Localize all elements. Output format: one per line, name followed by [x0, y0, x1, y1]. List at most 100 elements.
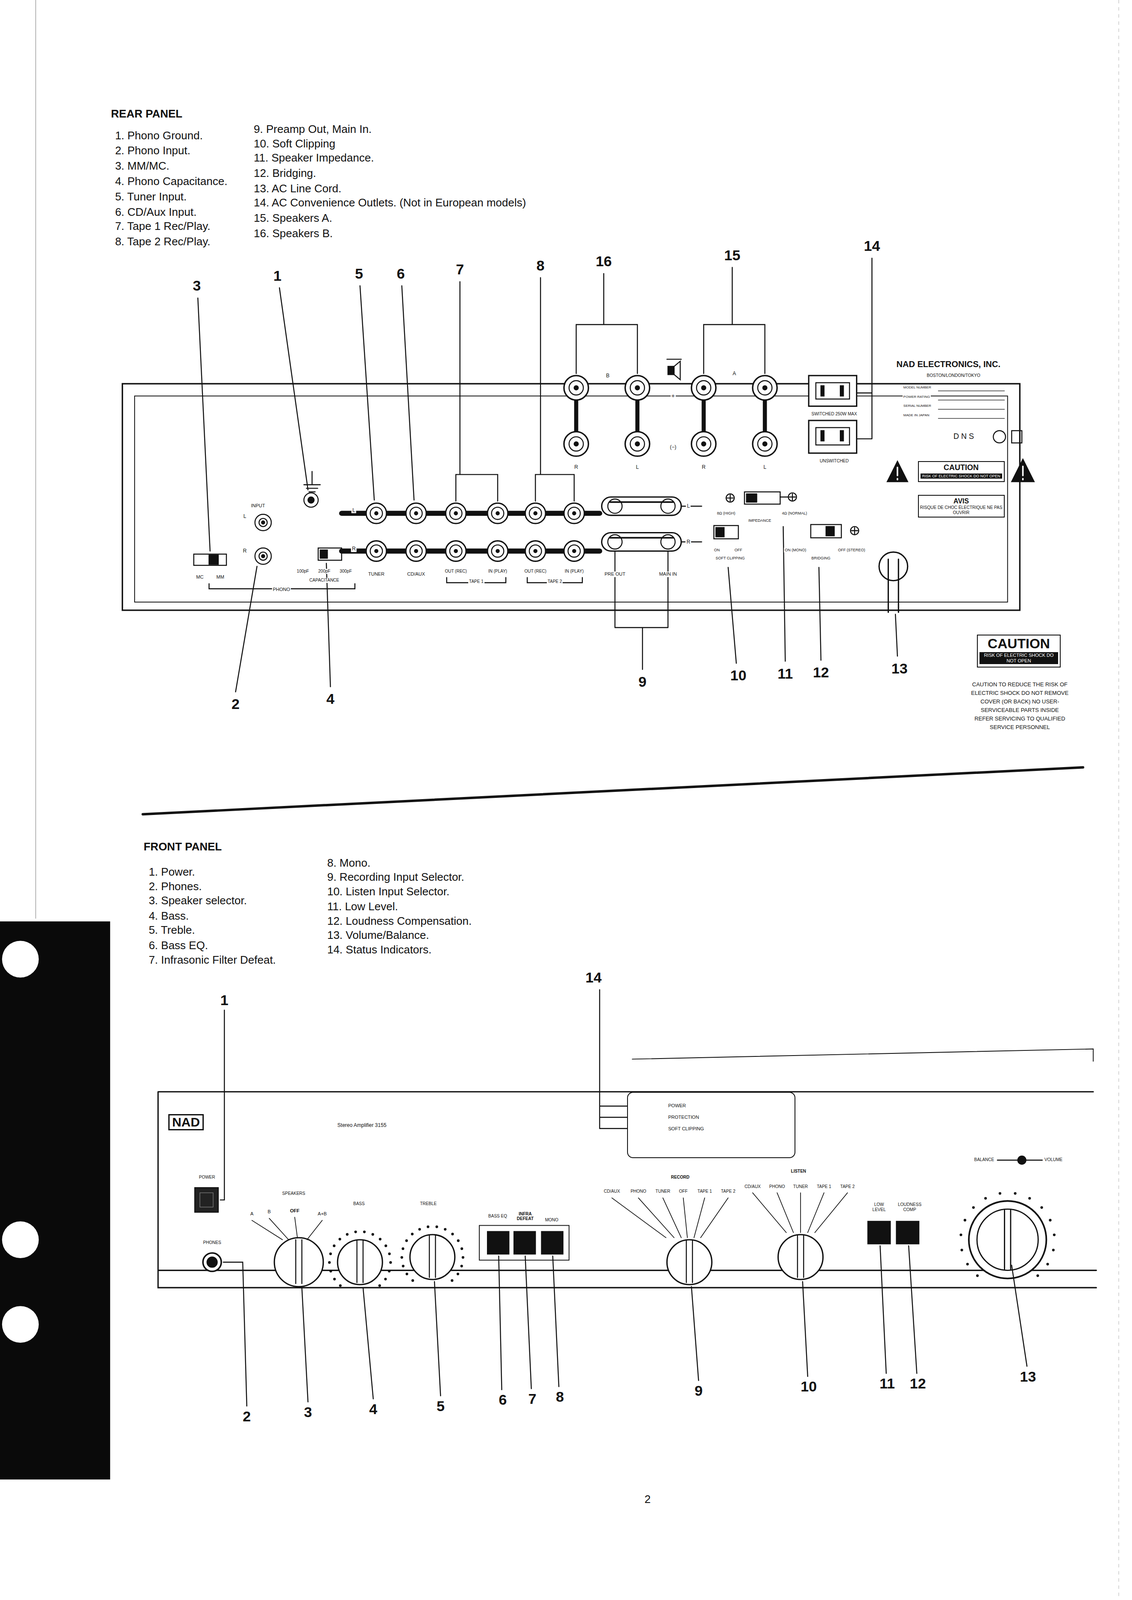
- rca-jack: [487, 540, 508, 562]
- panel-marking: MM: [215, 574, 226, 581]
- callout-number: 14: [862, 237, 881, 255]
- rca-jack: [525, 502, 546, 524]
- rca-jack: [413, 548, 419, 554]
- callout-number: 4: [368, 1399, 379, 1418]
- scale-dot: [998, 1191, 1002, 1194]
- parts-list-item: 14. AC Convenience Outlets. (Not in Euro…: [252, 196, 527, 210]
- scale-dot: [329, 1252, 332, 1255]
- box-text: CAUTION: [919, 463, 1003, 473]
- callout-number: 11: [776, 664, 794, 682]
- speaker-terminal: [752, 431, 778, 456]
- scale-dot: [418, 1227, 421, 1230]
- speaker-terminal: [624, 431, 650, 456]
- speaker-terminal: [573, 441, 579, 447]
- callout-number: 6: [498, 1390, 508, 1408]
- panel-marking: R: [573, 463, 580, 470]
- brand-logo: NAD: [168, 1113, 204, 1130]
- panel-marking: IMPEDANCE: [747, 517, 773, 523]
- rca-jack: [571, 548, 577, 554]
- speaker-terminal: [762, 385, 768, 391]
- scale-dot: [405, 1272, 408, 1275]
- callout-number: 10: [799, 1377, 818, 1395]
- panel-marking: L: [686, 502, 691, 509]
- scale-dot: [457, 1238, 460, 1242]
- callout-number: 4: [325, 689, 336, 708]
- speaker-terminal: [696, 380, 711, 395]
- panel-marking: OUT (REC): [523, 568, 548, 574]
- callout-number: 12: [812, 663, 830, 681]
- rca-jack: [487, 502, 508, 524]
- panel-marking: TAPE 2: [720, 1188, 737, 1194]
- panel-marking: LOUDNESS COMP: [896, 1201, 924, 1212]
- parts-list-item: 1. Phono Ground.: [114, 129, 204, 143]
- panel-marking: NAD ELECTRONICS, INC.: [895, 358, 1002, 370]
- parts-list-item: 6. CD/Aux Input.: [114, 205, 198, 219]
- speaker-terminal: [634, 385, 640, 391]
- panel-marking: 8Ω (HIGH): [715, 510, 737, 516]
- panel-marking: D N S: [952, 431, 975, 442]
- parts-list-item: 15. Speakers A.: [252, 211, 334, 225]
- panel-marking: Stereo Amplifier 3155: [336, 1121, 388, 1128]
- box-text: AVIS: [919, 496, 1003, 505]
- panel-marking: (−): [668, 443, 678, 450]
- callout-number: 5: [354, 264, 364, 282]
- panel-marking: PHONO: [629, 1188, 648, 1194]
- scale-dot: [411, 1278, 414, 1282]
- section-heading: FRONT PANEL: [142, 839, 223, 854]
- scale-dot: [1048, 1218, 1052, 1221]
- panel-marking: BASS EQ: [487, 1213, 509, 1219]
- speaker-terminal: [624, 375, 650, 400]
- panel-marking: CD/AUX: [743, 1183, 762, 1189]
- rca-jack: [370, 507, 383, 520]
- rca-jack: [491, 507, 505, 520]
- rca-jack: [366, 502, 387, 524]
- parts-list-item: 7. Infrasonic Filter Defeat.: [147, 953, 277, 967]
- panel-marking: L: [351, 506, 357, 513]
- scale-dot: [378, 1237, 382, 1240]
- panel-marking: BRIDGING: [810, 555, 832, 561]
- speaker-terminal: [757, 380, 772, 395]
- caution-label: CAUTIONRISK OF ELECTRIC SHOCK DO NOT OPE…: [917, 460, 1005, 482]
- panel-marking: CD/AUX: [406, 571, 426, 578]
- page-number: 2: [643, 1492, 652, 1506]
- callout-number: 7: [527, 1389, 538, 1408]
- panel-marking: INFRA DEFEAT: [513, 1210, 538, 1221]
- callout-number: 14: [584, 968, 603, 986]
- rca-jack: [533, 548, 538, 554]
- callout-number: 9: [693, 1381, 704, 1399]
- panel-marking: TUNER: [654, 1188, 672, 1194]
- rca-jack: [445, 540, 467, 562]
- panel-marking: TREBLE: [419, 1200, 438, 1206]
- warning-band: RISK OF ELECTRIC SHOCK DO NOT OPEN: [920, 473, 1003, 479]
- parts-list-item: 1. Power.: [147, 865, 196, 879]
- panel-marking: VOLUME: [1043, 1156, 1064, 1162]
- speaker-terminal: [762, 441, 768, 447]
- panel-marking: BOSTON/LONDON/TOKYO: [926, 372, 982, 379]
- callout-number: 15: [723, 246, 742, 264]
- rca-jack: [563, 502, 585, 524]
- warning-text: CAUTION TO REDUCE THE RISK OF ELECTRIC S…: [969, 680, 1070, 732]
- panel-marking: MONO: [544, 1217, 560, 1223]
- rca-jack: [445, 502, 467, 524]
- scale-dot: [388, 1252, 391, 1255]
- panel-marking: INPUT: [250, 503, 267, 509]
- rca-jack: [571, 510, 577, 516]
- rca-jack: [568, 544, 581, 558]
- rca-jack: [495, 548, 500, 554]
- scale-dot: [405, 1238, 408, 1242]
- rca-jack: [529, 507, 542, 520]
- scale-dot: [1013, 1191, 1017, 1194]
- panel-marking: R: [351, 545, 357, 552]
- box-text: RISQUE DE CHOC ÉLECTRIQUE NE PAS OUVRIR: [919, 504, 1003, 516]
- parts-list-item: 8. Mono.: [326, 856, 372, 870]
- rca-jack: [449, 507, 463, 520]
- speaker-terminal: [696, 436, 711, 451]
- callout-number: 13: [1019, 1366, 1038, 1385]
- scale-dot: [972, 1205, 975, 1209]
- warning-band: RISK OF ELECTRIC SHOCK DO NOT OPEN: [979, 651, 1059, 664]
- scale-dot: [1040, 1205, 1044, 1209]
- panel-marking: UNSWITCHED: [818, 458, 850, 464]
- panel-marking: ON (MONO): [783, 547, 807, 552]
- parts-list-item: 6. Bass EQ.: [147, 938, 209, 953]
- scale-dot: [460, 1263, 464, 1267]
